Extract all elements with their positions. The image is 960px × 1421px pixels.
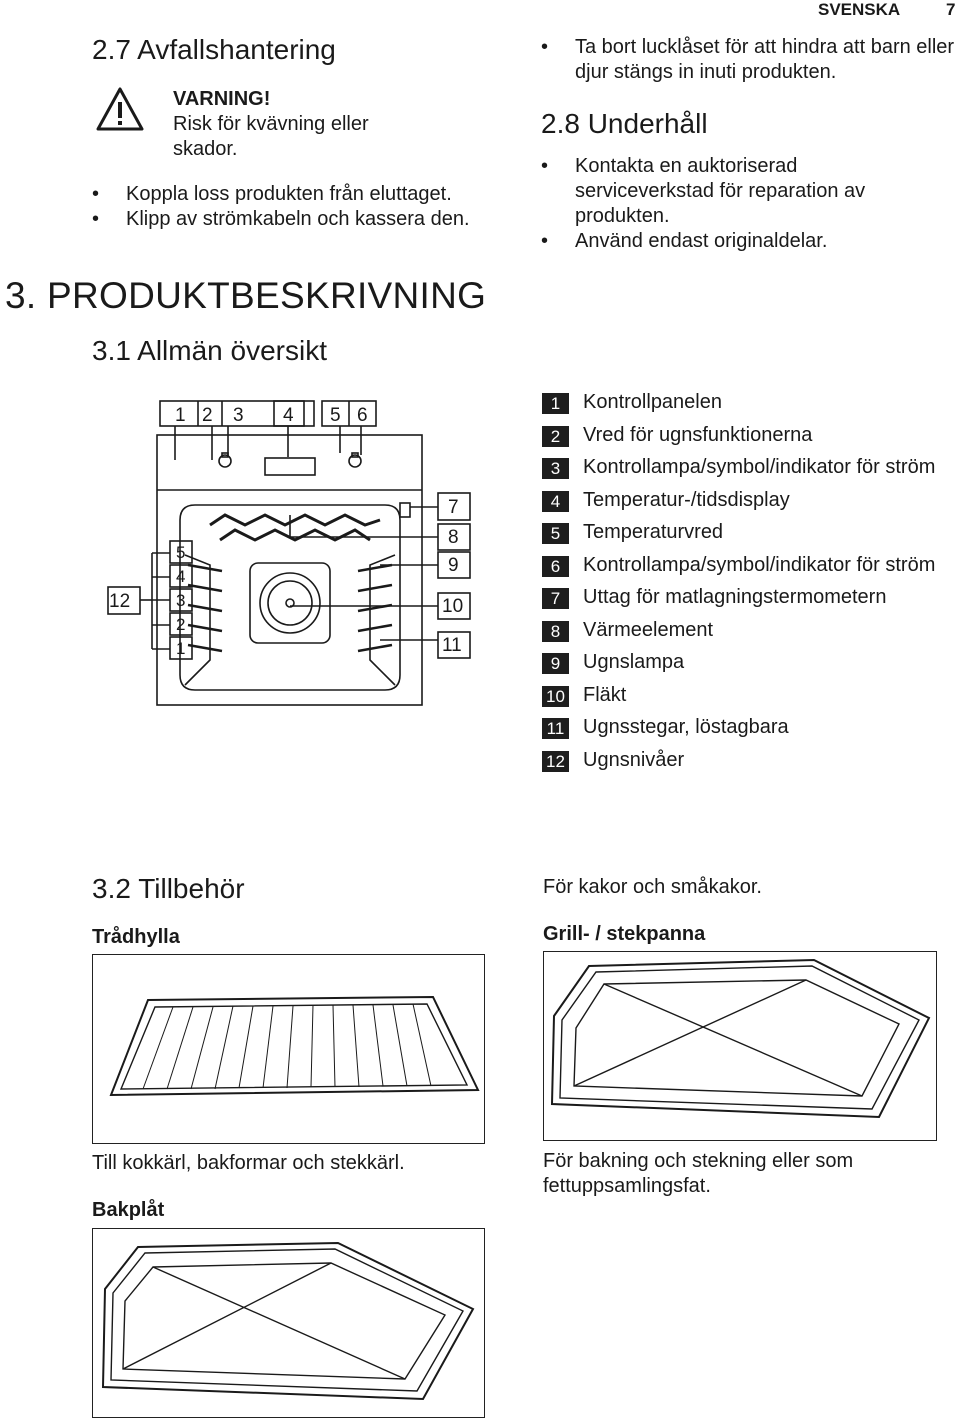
legend-item: 10 Fläkt	[542, 683, 942, 708]
callout-3: 3	[233, 405, 244, 426]
callout-8: 8	[448, 527, 459, 548]
legend-number: 2	[542, 425, 569, 447]
legend-number: 11	[542, 718, 569, 739]
legend-item: 12 Ugnsnivåer	[542, 748, 942, 773]
legend-item: 1 Kontrollpanelen	[542, 390, 942, 415]
callout-12: 12	[109, 591, 130, 612]
legend-item: 2 Vred för ugnsfunktionerna	[542, 423, 942, 448]
component-legend: 1 Kontrollpanelen 2 Vred för ugnsfunktione…	[542, 390, 942, 780]
legend-label: Vred för ugnsfunktionerna	[583, 423, 813, 446]
level-5: 5	[176, 543, 185, 562]
legend-label: Temperatur-/tidsdisplay	[583, 488, 790, 511]
section-2-8-title: 2.8 Underhåll	[541, 108, 708, 139]
disposal-list: Koppla loss produkten från eluttaget. Kl…	[92, 182, 502, 232]
warning-text: Risk för kvävning eller skador.	[173, 113, 369, 160]
callout-11: 11	[442, 635, 462, 656]
legend-label: Ugnsstegar, löstagbara	[583, 716, 789, 738]
wire-shelf-image	[92, 954, 485, 1144]
accessory-baking-tray-desc: För kakor och småkakor.	[543, 876, 762, 898]
legend-number: 10	[542, 685, 569, 707]
callout-9: 9	[448, 555, 459, 576]
list-item: Kontakta en auktoriserad serviceverkstad…	[541, 154, 931, 229]
legend-label: Fläkt	[583, 683, 627, 706]
legend-item: 5 Temperaturvred	[542, 520, 942, 545]
legend-label: Kontrollampa/symbol/indikator för ström	[583, 553, 936, 576]
baking-tray-image	[92, 1228, 485, 1418]
legend-item: 6 Kontrollampa/symbol/indikator för ström	[542, 553, 942, 578]
legend-item: 8 Värmeelement	[542, 618, 942, 643]
legend-item: 3 Kontrollampa/symbol/indikator för ström	[542, 455, 942, 480]
warning-icon	[95, 86, 145, 137]
callout-5: 5	[330, 405, 341, 426]
warning-title: VARNING!	[173, 88, 271, 110]
legend-label: Uttag för matlagningstermometern	[583, 586, 887, 608]
list-item: Klipp av strömkabeln och kassera den.	[92, 207, 502, 232]
accessory-baking-tray-name: Bakplåt	[92, 1199, 165, 1221]
legend-item: 11 Ugnsstegar, löstagbara	[542, 715, 942, 740]
legend-item: 7 Uttag för matlagningstermometern	[542, 585, 942, 610]
level-4: 4	[176, 567, 185, 586]
legend-number: 5	[542, 523, 569, 544]
page-number: 7	[946, 0, 956, 19]
legend-number: 9	[542, 653, 569, 674]
maintenance-list: Kontakta en auktoriserad serviceverkstad…	[541, 154, 931, 254]
list-item: Koppla loss produkten från eluttaget.	[92, 182, 502, 207]
callout-7: 7	[448, 497, 459, 518]
legend-number: 7	[542, 588, 569, 609]
door-lock-list: Ta bort lucklåset för att hindra att bar…	[541, 35, 960, 85]
section-3-2-title: 3.2 Tillbehör	[92, 873, 245, 904]
callout-4: 4	[283, 405, 294, 426]
legend-label: Kontrollpanelen	[583, 391, 722, 413]
list-item: Använd endast originaldelar.	[541, 229, 931, 254]
chapter-3-title: 3. PRODUKTBESKRIVNING	[5, 275, 487, 316]
list-item: Ta bort lucklåset för att hindra att bar…	[541, 35, 960, 85]
legend-item: 4 Temperatur-/tidsdisplay	[542, 488, 942, 513]
legend-number: 12	[542, 750, 569, 772]
legend-label: Temperaturvred	[583, 521, 724, 543]
legend-label: Ugnslampa	[583, 651, 685, 673]
top-callout-labels: 1 2 3 4 5 6	[175, 405, 368, 426]
level-2: 2	[176, 615, 185, 634]
accessory-grill-pan-desc: För bakning och stekning eller som fettu…	[543, 1150, 854, 1197]
section-2-7-title: 2.7 Avfallshantering	[92, 34, 336, 65]
legend-label: Ugnsnivåer	[583, 748, 685, 771]
callout-10: 10	[442, 596, 463, 617]
grill-pan-image	[543, 951, 937, 1141]
section-3-1-title: 3.1 Allmän översikt	[92, 335, 327, 366]
legend-number: 3	[542, 458, 569, 479]
legend-label: Värmeelement	[583, 618, 714, 641]
legend-number: 4	[542, 490, 569, 512]
legend-number: 8	[542, 620, 569, 642]
language-label: SVENSKA	[818, 0, 901, 19]
accessory-grill-pan-name: Grill- / stekpanna	[543, 923, 706, 945]
level-1: 1	[176, 639, 185, 658]
legend-item: 9 Ugnslampa	[542, 650, 942, 675]
level-3: 3	[176, 591, 185, 610]
oven-overview-diagram: 1 2 3 4 5 6	[100, 395, 480, 730]
accessory-wire-shelf-name: Trådhylla	[92, 926, 180, 948]
callout-6: 6	[357, 405, 368, 426]
callout-1: 1	[175, 405, 186, 426]
callout-2: 2	[202, 405, 213, 426]
legend-number: 6	[542, 555, 569, 577]
legend-label: Kontrollampa/symbol/indikator för ström	[583, 456, 936, 478]
accessory-wire-shelf-desc: Till kokkärl, bakformar och stekkärl.	[92, 1152, 405, 1174]
legend-number: 1	[542, 393, 569, 414]
